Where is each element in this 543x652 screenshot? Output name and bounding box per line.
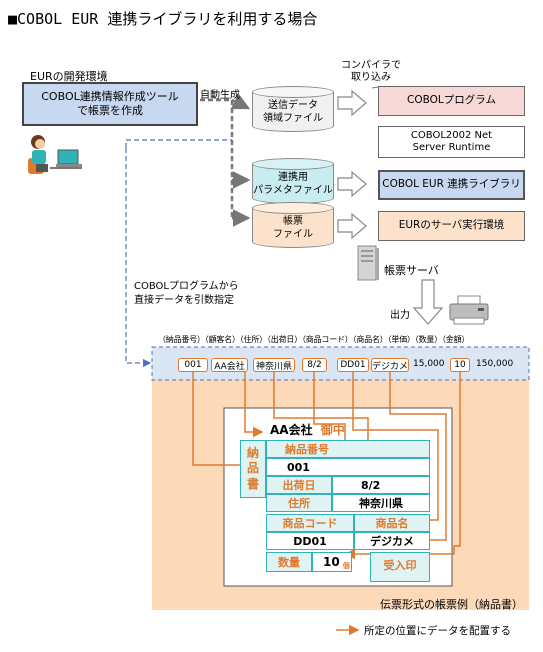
send-data-line2: 領域ファイル [263, 112, 323, 124]
slip-stamp: 受入印 [370, 552, 430, 582]
slip-v-name: デジカメ [354, 532, 430, 550]
eur-server-env-box[interactable]: EURのサーバ実行環境 [378, 211, 525, 241]
slip-vt-3: 書 [246, 476, 259, 491]
compiler-note-line2: 取り込み [351, 72, 391, 83]
tool-box-line1: COBOL連携情報作成ツール [41, 90, 179, 104]
data-unit-price: 15,000 [413, 359, 445, 369]
runtime-line2: Server Runtime [412, 142, 491, 153]
field-labels: （納品番号）（顧客名）（住所）（出荷日）（商品コード）（商品名）（単価）（数量）… [158, 335, 470, 344]
slip-h-number: 納品番号 [266, 440, 430, 458]
slip-customer: AA会社 御中 [270, 421, 345, 438]
output-label: 出力 [390, 310, 410, 321]
runtime-line1: COBOL2002 Net [410, 129, 493, 141]
slip-v-code: DD01 [266, 532, 354, 550]
form-file-cylinder: 帳票 ファイル [252, 202, 334, 248]
send-data-line1: 送信データ [268, 100, 318, 111]
slip-customer-name: AA会社 [270, 423, 313, 437]
slip-h-qty: 数量 [266, 552, 312, 572]
slip-h-code: 商品コード [266, 514, 354, 532]
cobol-note-line2: 直接データを引数指定 [134, 294, 234, 306]
data-tag-date: 8/2 [302, 358, 327, 372]
auto-generate-lines [200, 93, 251, 227]
cobol-program-box[interactable]: COBOLプログラム [378, 86, 525, 116]
slip-v-qty: 10 個 [312, 552, 352, 572]
data-tag-number: 001 [178, 358, 208, 372]
data-tag-qty: 10 [450, 358, 470, 372]
legend-text: 所定の位置にデータを配置する [364, 625, 511, 637]
slip-vertical-title: 納 品 書 [240, 440, 266, 498]
printer-icon [449, 295, 489, 325]
form-server-label: 帳票サーバ [384, 264, 439, 277]
param-line1: 連携用 [278, 172, 308, 183]
tool-box-line2: で帳票を作成 [76, 104, 143, 117]
form-line2: ファイル [273, 228, 313, 240]
tool-box[interactable]: COBOL連携情報作成ツール で帳票を作成 [22, 82, 198, 126]
compiler-note-line1: コンパイラで [341, 60, 401, 71]
form-line1: 帳票 [283, 216, 303, 227]
slip-h-ship: 出荷日 [266, 476, 332, 494]
param-file-cylinder: 連携用 パラメタファイル [252, 158, 334, 204]
data-amount: 150,000 [476, 359, 514, 369]
direct-data-line [125, 139, 232, 368]
slip-v-ship: 8/2 [332, 476, 430, 494]
param-line2: パラメタファイル [253, 184, 333, 196]
page-title: ■COBOL EUR 連携ライブラリを利用する場合 [8, 10, 318, 28]
cobol-runtime-box[interactable]: COBOL2002 Net Server Runtime [378, 126, 525, 158]
send-data-file-cylinder: 送信データ 領域ファイル [252, 86, 334, 132]
cobol-note-line1: COBOLプログラムから [134, 281, 239, 292]
dev-env-label: EURの開発環境 [30, 70, 108, 83]
compiler-note: コンパイラで 取り込み [341, 60, 401, 84]
slip-v-number: 001 [266, 458, 430, 476]
eur-library-box[interactable]: COBOL EUR 連携ライブラリ [378, 170, 525, 200]
slip-vt-2: 品 [246, 461, 259, 476]
slip-v-addr: 神奈川県 [332, 494, 430, 512]
slip-h-name: 商品名 [354, 514, 430, 532]
slip-qty-value: 10 [323, 555, 340, 569]
slip-honorific: 御中 [320, 423, 345, 437]
developer-pc-icon [28, 135, 82, 174]
data-tag-address: 神奈川県 [253, 358, 295, 372]
data-tag-customer: AA会社 [211, 358, 248, 372]
auto-generate-label: 自動生成 [200, 90, 240, 101]
data-tag-product: デジカメ [371, 358, 409, 372]
server-icon [357, 245, 379, 281]
slip-vt-1: 納 [246, 445, 259, 460]
slip-caption: 伝票形式の帳票例（納品書） [380, 598, 523, 611]
data-tag-code: DD01 [337, 358, 369, 372]
hollow-arrows [337, 89, 444, 325]
slip-h-addr: 住所 [266, 494, 332, 512]
slip-qty-unit: 個 [342, 562, 350, 570]
cobol-direct-note: COBOLプログラムから 直接データを引数指定 [134, 280, 239, 307]
